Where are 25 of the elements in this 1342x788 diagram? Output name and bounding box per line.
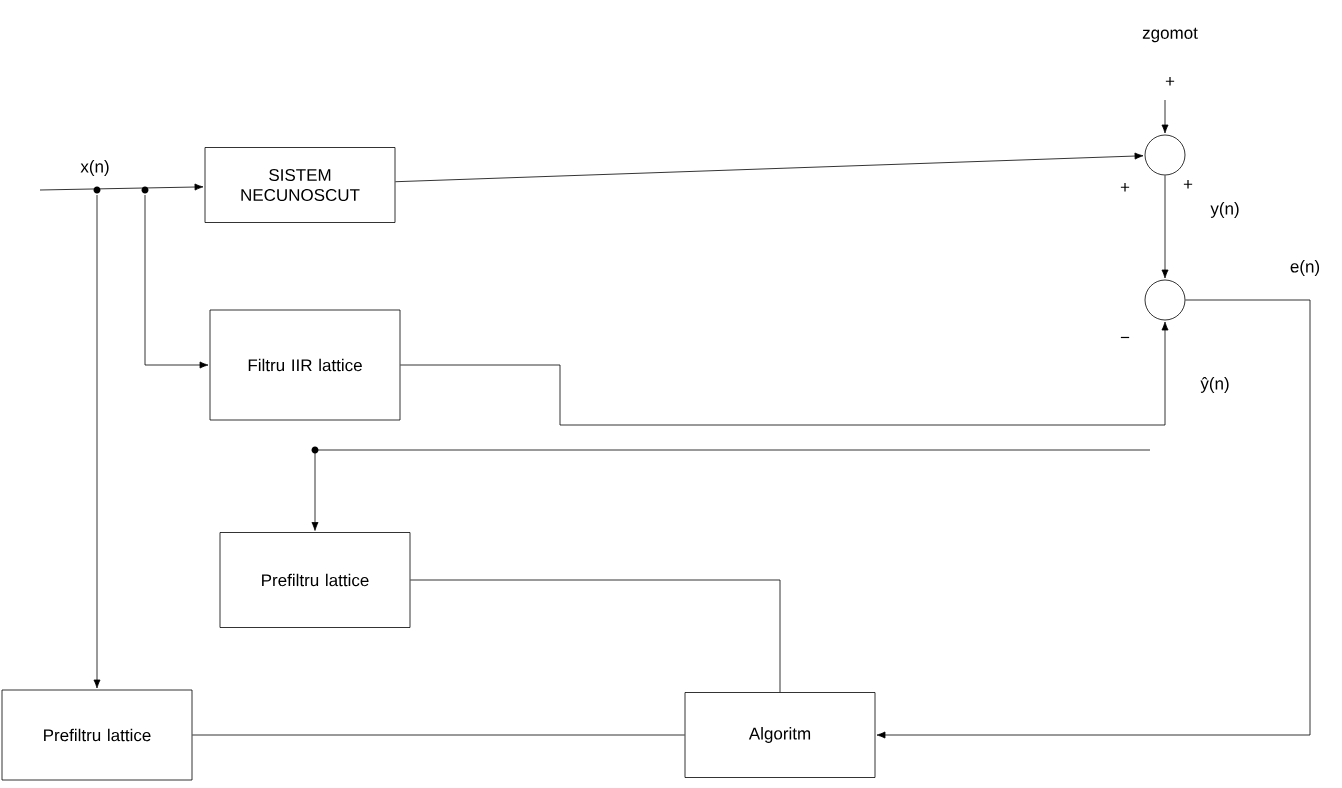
arrow (93, 194, 101, 689)
arrow (1161, 99, 1169, 134)
arrow (400, 321, 1169, 426)
summing-circle (1144, 134, 1186, 176)
signal-label: zgomot (1142, 27, 1198, 43)
signal-label: e(n) (1290, 260, 1320, 276)
block-box: Filtru IIR lattice (209, 309, 401, 421)
signal-label: y(n) (1210, 202, 1239, 218)
signal-label: x(n) (80, 160, 109, 176)
summing-circle (1144, 279, 1186, 321)
signal-label: ŷ(n) (1200, 377, 1229, 393)
arrow (144, 194, 209, 369)
signal-label: + (1183, 180, 1193, 189)
signal-label: + (1120, 183, 1130, 192)
signal-label: + (1165, 77, 1175, 86)
signal-label: − (1120, 336, 1130, 339)
arrow (1161, 175, 1169, 279)
block-box: SISTEM NECUNOSCUT (204, 147, 396, 223)
arrow (39, 183, 204, 194)
arrow (395, 152, 1144, 183)
arrow (311, 446, 1151, 531)
block-box: Prefiltru lattice (219, 532, 411, 628)
block-box: Algoritm (684, 692, 876, 778)
block-box: Prefiltru lattice (1, 689, 193, 781)
arrow (876, 299, 1311, 739)
